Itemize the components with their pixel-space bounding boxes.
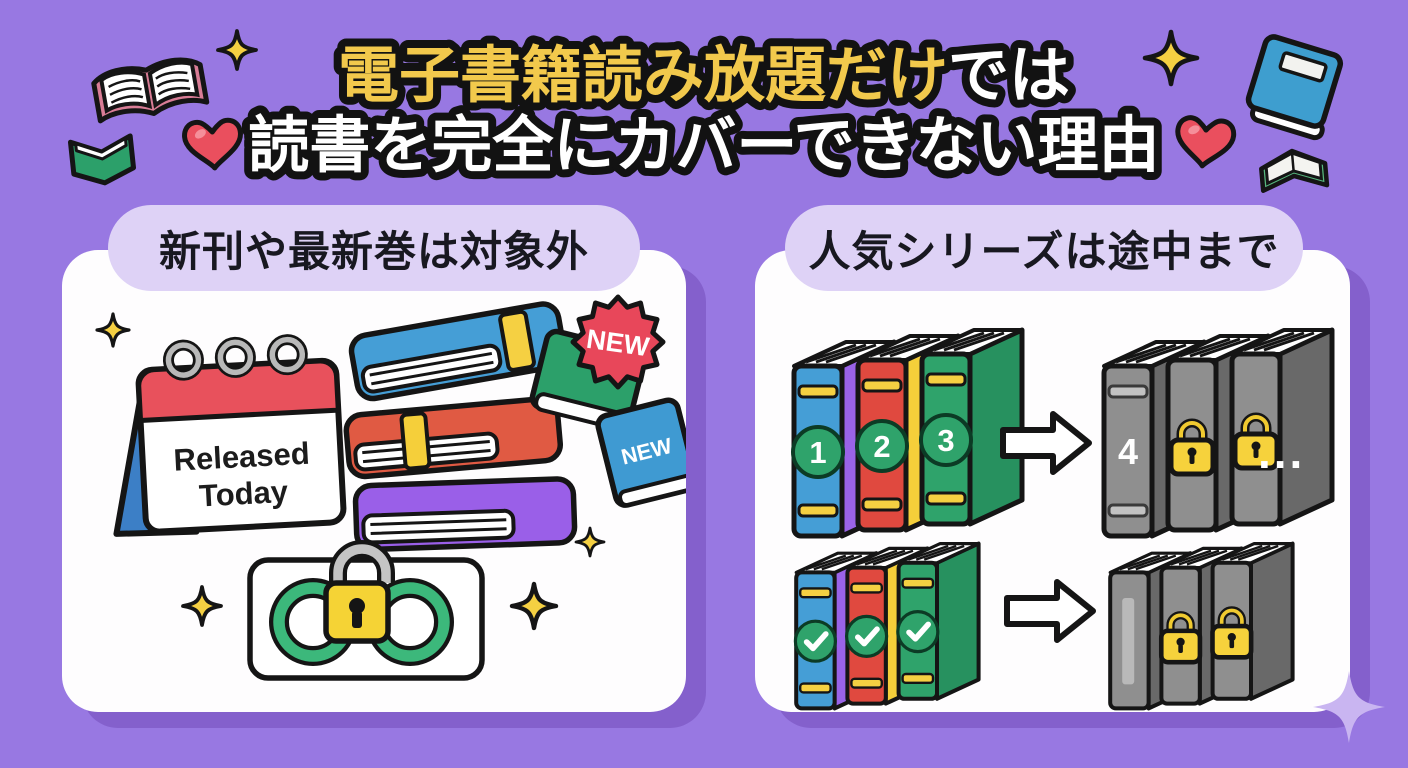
right-card-title: 人気シリーズは途中まで bbox=[808, 227, 1280, 275]
padlock-icon bbox=[1210, 606, 1254, 660]
locked-volumes-row: 4 bbox=[1101, 327, 1335, 539]
open-book-small-icon bbox=[1259, 148, 1330, 193]
calendar-rings bbox=[162, 334, 308, 381]
sparkle-icon bbox=[1142, 29, 1200, 87]
padlock-icon bbox=[1168, 418, 1216, 477]
padlock-icon bbox=[323, 540, 395, 644]
right-card-illustration: 1 2 bbox=[791, 327, 1335, 711]
right-card-title-badge: 人気シリーズは途中まで bbox=[785, 205, 1303, 291]
book-stack-icon bbox=[343, 301, 578, 553]
padlock-icon bbox=[1232, 412, 1280, 471]
padlock-icon bbox=[1158, 611, 1203, 665]
mini-open-book-icon bbox=[67, 133, 137, 186]
locked-book bbox=[1210, 541, 1295, 701]
page-title: 電子書籍読み放題だけでは 読書を完全にカバーできない理由 bbox=[240, 33, 1167, 187]
book-volume-3: 3 bbox=[919, 327, 1025, 527]
volume-number-1: 1 bbox=[809, 435, 826, 470]
closed-book-icon bbox=[1245, 34, 1344, 141]
check-icon bbox=[803, 631, 829, 652]
read-volumes-row bbox=[793, 541, 981, 711]
title-line1: 電子書籍読み放題だけでは bbox=[338, 41, 1070, 109]
locked-volumes-row-2 bbox=[1108, 541, 1295, 711]
open-book-icon bbox=[91, 57, 210, 124]
new-starburst-badge: NEW bbox=[570, 294, 666, 390]
available-volumes-row: 1 2 bbox=[791, 327, 1025, 539]
sparkle-icon bbox=[216, 29, 258, 71]
left-card-illustration: Released Today bbox=[95, 294, 686, 681]
left-card-title-badge: 新刊や最新巻は対象外 bbox=[108, 205, 640, 291]
heart-icon bbox=[182, 117, 243, 171]
check-icon bbox=[855, 626, 880, 647]
left-card-title: 新刊や最新巻は対象外 bbox=[158, 227, 589, 275]
calendar-text-line2: Today bbox=[198, 474, 289, 514]
title-line2: 読書を完全にカバーできない理由 bbox=[248, 111, 1159, 179]
left-card: 新刊や最新巻は対象外 bbox=[62, 205, 686, 712]
calendar-icon: Released Today bbox=[113, 334, 347, 537]
blue-new-book-icon: NEW bbox=[595, 397, 686, 508]
volume-number-3: 3 bbox=[937, 423, 954, 458]
volume-number-4: 4 bbox=[1118, 431, 1138, 472]
title-line1-highlight: 電子書籍読み放題だけ bbox=[338, 41, 948, 109]
check-icon bbox=[906, 621, 932, 642]
title-line1-rest: では bbox=[948, 41, 1070, 109]
book-read bbox=[896, 541, 981, 701]
heart-icon bbox=[1175, 115, 1237, 169]
volume-number-2: 2 bbox=[873, 429, 890, 464]
lock-plate-icon bbox=[247, 540, 485, 681]
calendar-text-line1: Released bbox=[173, 436, 311, 478]
arrow-right-icon bbox=[1000, 411, 1092, 475]
locked-book bbox=[1229, 327, 1335, 527]
more-volumes-ellipsis: ... bbox=[1258, 426, 1305, 478]
right-card: 人気シリーズは途中まで 1 bbox=[755, 205, 1350, 712]
arrow-right-icon bbox=[1004, 579, 1096, 643]
